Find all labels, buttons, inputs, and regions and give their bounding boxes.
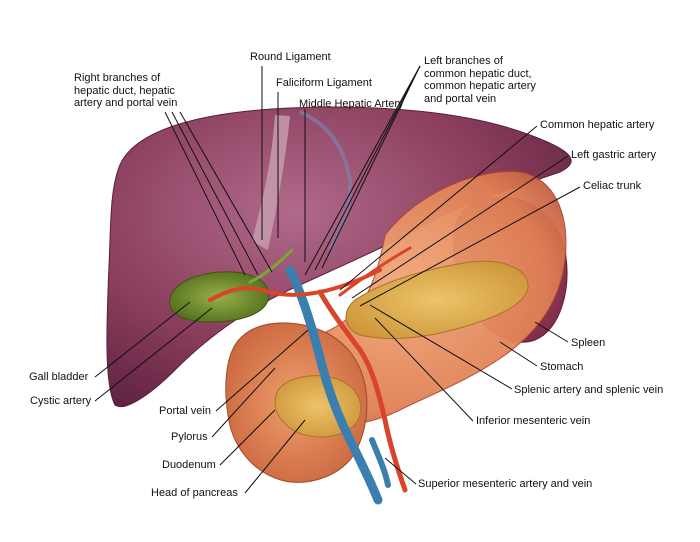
label-superior-mesenteric: Superior mesenteric artery and vein bbox=[418, 478, 593, 490]
left-gastric-artery-shape bbox=[338, 246, 412, 297]
label-gall-bladder: Gall bladder bbox=[29, 371, 89, 383]
bile-duct-shape bbox=[248, 248, 294, 284]
label-falciform-ligament: Faliciform Ligament bbox=[276, 77, 372, 89]
leader-splenic-artery-vein bbox=[369, 304, 513, 390]
label-inferior-mesenteric-vein: Inferior mesenteric vein bbox=[476, 415, 591, 427]
leader-superior-mesenteric bbox=[384, 457, 417, 485]
leader-celiac-trunk bbox=[359, 186, 581, 307]
label-right-branches: Right branches of hepatic duct, hepatic … bbox=[74, 72, 178, 109]
leader-pylorus bbox=[211, 367, 276, 438]
portal-vein-shape bbox=[285, 265, 383, 505]
label-round-ligament: Round Ligament bbox=[250, 51, 331, 63]
label-left-gastric-artery: Left gastric artery bbox=[571, 149, 656, 161]
label-stomach: Stomach bbox=[540, 361, 584, 373]
label-splenic-artery-vein: Splenic artery and splenic vein bbox=[514, 384, 664, 396]
leader-common-hepatic-artery bbox=[339, 125, 538, 291]
label-spleen: Spleen bbox=[571, 337, 606, 349]
hepatic-artery-shape bbox=[208, 268, 382, 302]
leader-left-gastric-artery bbox=[351, 155, 569, 299]
leader-portal-vein bbox=[215, 329, 309, 412]
label-portal-vein: Portal vein bbox=[159, 405, 211, 417]
leader-left-branches-3 bbox=[321, 65, 421, 269]
label-pylorus: Pylorus bbox=[171, 431, 208, 443]
leader-right-branches-3 bbox=[179, 111, 273, 273]
leader-inferior-mesenteric-vein bbox=[374, 317, 474, 422]
label-head-of-pancreas: Head of pancreas bbox=[151, 487, 238, 499]
label-cystic-artery: Cystic artery bbox=[30, 395, 92, 407]
leader-left-branches-1 bbox=[314, 65, 421, 271]
leader-right-branches-1 bbox=[164, 111, 246, 276]
label-celiac-trunk: Celiac trunk bbox=[583, 180, 642, 192]
label-common-hepatic-artery: Common hepatic artery bbox=[540, 119, 655, 131]
celiac-artery-shape bbox=[317, 289, 408, 493]
label-middle-hepatic-artery: Middle Hepatic Artery bbox=[299, 98, 404, 110]
leader-right-branches-2 bbox=[171, 111, 259, 276]
leader-spleen bbox=[534, 321, 569, 343]
mesenteric-vein-shape bbox=[369, 437, 391, 488]
leader-stomach bbox=[499, 341, 538, 367]
leader-gall-bladder bbox=[94, 301, 191, 378]
leader-duodenum bbox=[219, 409, 276, 466]
label-duodenum: Duodenum bbox=[162, 459, 216, 471]
leader-cystic-artery bbox=[94, 307, 213, 402]
label-left-branches: Left branches of common hepatic duct, co… bbox=[424, 55, 536, 105]
middle-hepatic-vessel-shape bbox=[299, 110, 353, 251]
pancreas-body-shape bbox=[345, 260, 529, 340]
leader-head-of-pancreas bbox=[244, 419, 306, 494]
leader-lines bbox=[94, 65, 581, 494]
leader-left-branches-2 bbox=[304, 65, 421, 276]
